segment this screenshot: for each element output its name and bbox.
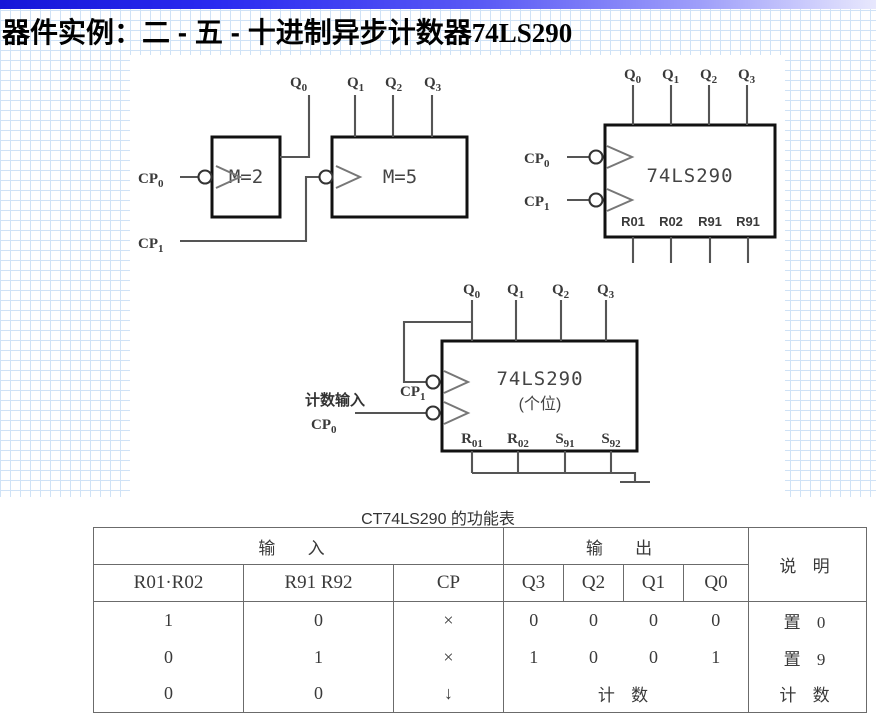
chip-body-bottom <box>440 339 639 453</box>
col-header-q2: Q2 <box>563 564 625 602</box>
pin-cp0-label-top: CP0 <box>524 151 550 170</box>
table-column-header-row: R01·R02 R91 R92 CP Q3 Q2 Q1 Q0 <box>93 564 867 602</box>
clock-triangle-cp1-bottom <box>443 370 471 394</box>
chip-name-top: 74LS290 <box>646 165 733 187</box>
bubble-cp0-top <box>588 149 604 165</box>
pin-r91a-top: R91 <box>698 214 722 229</box>
pin-bq3-label: Q3 <box>597 282 615 301</box>
clock-triangle-cp0-bottom <box>443 401 471 425</box>
cell-out-merged: 计 数 <box>503 675 750 713</box>
diagram-74ls290-pinout: 74LS290 Q0 Q1 Q2 Q3 CP0 CP1 R01 R02 R91 … <box>524 67 777 263</box>
input-cp0-label: CP0 <box>138 171 164 190</box>
wire-q0-out <box>280 95 311 159</box>
cell-r9: 0 <box>243 675 394 713</box>
pin-q3-label: Q3 <box>738 67 756 86</box>
cell-q2: 0 <box>563 601 624 639</box>
diagram-74ls290-decade: 74LS290 (个位) Q0 Q1 Q2 Q3 CP1 计数输入 CP0 R0… <box>305 282 650 484</box>
col-header-cp: CP <box>392 564 505 602</box>
block-m5-label: M=5 <box>383 166 417 188</box>
table-group-header-row: 输 入 输 出 说 明 <box>92 527 868 602</box>
pin-r01-top: R01 <box>621 214 645 229</box>
pin-bq0-label: Q0 <box>463 282 481 301</box>
input-cp1-label: CP1 <box>138 236 164 255</box>
chip-sub-label: (个位) <box>519 395 562 413</box>
cell-r9: 0 <box>243 601 394 639</box>
cell-note: 计 数 <box>748 675 868 713</box>
pin-bq2-label: Q2 <box>552 282 570 301</box>
output-q2-label: Q2 <box>385 75 403 94</box>
wire-gnd-drop <box>611 471 637 482</box>
clock-triangle-cp1-top <box>606 188 635 212</box>
cell-r9: 1 <box>243 638 394 676</box>
col-header-r91r92: R91 R92 <box>243 564 394 602</box>
page-title-part: 74LS290 <box>471 18 573 48</box>
pin-q2-label: Q2 <box>700 67 718 86</box>
pin-q0-label: Q0 <box>624 67 642 86</box>
diagram-two-five-blocks: M=2 M=5 CP0 Q0 CP1 Q1 Q2 Q3 <box>138 75 469 255</box>
output-q3-label: Q3 <box>424 75 442 94</box>
table-caption: CT74LS290 的功能表 <box>361 511 515 528</box>
table-row: 1 0 × 0 0 0 0 置 0 <box>93 601 868 639</box>
pin-cp1-label-top: CP1 <box>524 194 550 213</box>
bubble-cp0 <box>197 169 213 185</box>
wire-q0-feedback <box>402 320 472 384</box>
block-m2-label: M=2 <box>229 166 263 188</box>
cell-cp: ↓ <box>392 675 505 713</box>
col-header-r01r02: R01·R02 <box>93 564 244 602</box>
pin-r01-bottom: R01 <box>461 431 483 450</box>
pin-cp1-label-bottom: CP1 <box>400 384 426 403</box>
table-row: 0 1 × 1 0 0 1 置 9 <box>93 638 868 676</box>
cell-cp: × <box>392 638 505 676</box>
pin-r02-top: R02 <box>659 214 683 229</box>
diagram-white-panel <box>130 55 785 507</box>
pin-bq1-label: Q1 <box>507 282 524 301</box>
col-header-q0: Q0 <box>683 564 750 602</box>
group-header-note: 说 明 <box>748 527 868 602</box>
count-input-note: 计数输入 <box>305 391 365 409</box>
pin-cp0-label-bottom: CP0 <box>311 417 337 436</box>
col-header-q3: Q3 <box>503 564 565 602</box>
cell-q3: 0 <box>503 601 564 639</box>
function-table: 输 入 输 出 说 明 R01·R02 R91 R92 CP Q3 Q2 Q1 … <box>92 527 868 713</box>
cell-q0: 0 <box>683 601 750 639</box>
pin-s92-bottom: S92 <box>601 431 621 450</box>
clock-triangle-cp0-top <box>606 145 635 169</box>
clock-triangle-m5 <box>335 165 363 189</box>
cell-cp: × <box>392 601 505 639</box>
cell-q3: 1 <box>503 638 564 676</box>
col-header-q1: Q1 <box>623 564 685 602</box>
wire-cp1 <box>180 175 319 243</box>
clock-triangle-m2 <box>215 165 243 189</box>
cell-q1: 0 <box>649 646 659 667</box>
cell-r0: 0 <box>93 675 244 713</box>
bubble-cp1-top <box>588 192 604 208</box>
pin-s91-bottom: S91 <box>555 431 574 450</box>
pin-q1-label: Q1 <box>662 67 679 86</box>
cell-q2: 0 <box>589 646 599 667</box>
cell-q0: 1 <box>683 638 750 676</box>
page-title: 器件实例：二 - 五 - 十进制异步计数器74LS290 <box>2 11 572 51</box>
bubble-cp1-bottom <box>425 374 441 390</box>
cell-r0: 1 <box>93 601 244 639</box>
cell-q1: 0 <box>623 601 684 639</box>
chip-body-top <box>603 123 777 239</box>
output-q1-label: Q1 <box>347 75 364 94</box>
bubble-cp1 <box>318 169 334 185</box>
group-header-outputs: 输 出 <box>503 527 750 565</box>
cell-note: 置 0 <box>748 601 868 639</box>
table-row: 0 0 ↓ 计 数 计 数 <box>93 675 868 713</box>
output-q0-label: Q0 <box>290 75 308 94</box>
cell-note: 置 9 <box>748 638 868 676</box>
pin-r02-bottom: R02 <box>507 431 529 450</box>
cell-r0: 0 <box>93 638 244 676</box>
top-gradient-bar <box>0 0 876 9</box>
bubble-cp0-bottom <box>425 405 441 421</box>
pin-r91b-top: R91 <box>736 214 760 229</box>
page-title-cn: 器件实例：二 - 五 - 十进制异步计数器 <box>2 17 472 48</box>
chip-name-bottom: 74LS290 <box>496 368 583 390</box>
group-header-inputs: 输 入 <box>92 527 505 565</box>
